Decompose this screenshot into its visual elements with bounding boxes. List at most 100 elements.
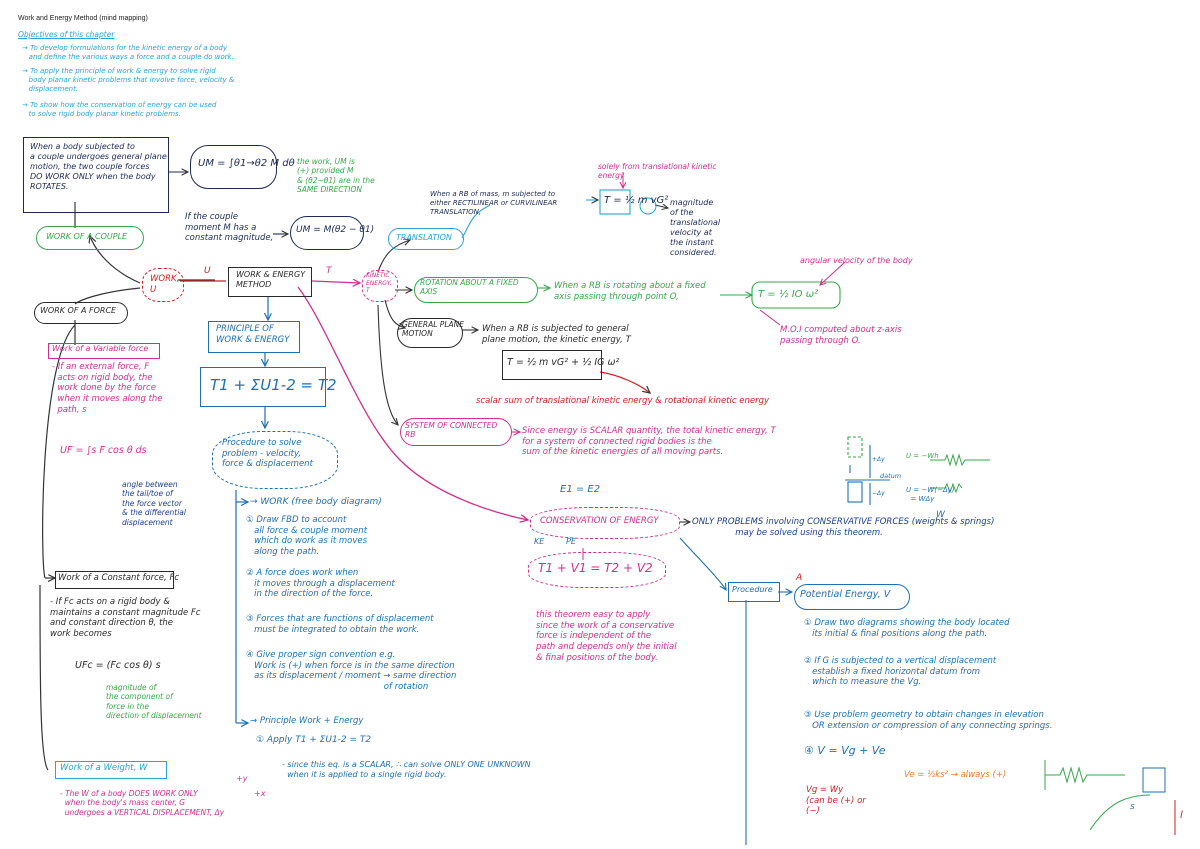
conservation-desc: ONLY PROBLEMS involving CONSERVATIVE FOR… (692, 517, 995, 538)
w-label: W (936, 510, 945, 520)
rotation-formula: T = ½ IO ω² (758, 289, 819, 300)
general-plane-label: GENERAL PLANE MOTION (402, 320, 464, 339)
rotation-moi-note: M.O.I computed about z-axis passing thro… (780, 325, 902, 346)
ve-formula: Ve = ½ks² → always (+) (904, 770, 1007, 780)
constant-force-formula: UFc = (Fc cos θ) s (75, 660, 161, 671)
rotation-label: ROTATION ABOUT A FIXED AXIS (420, 278, 519, 297)
couple-description: When a body subjected to a couple underg… (30, 142, 167, 191)
translation-velocity-note: magnitude of the translational velocity … (670, 198, 721, 257)
couple-constant-formula: UM = M(θ2 − θ1) (296, 225, 375, 235)
step-work: → WORK (free body diagram) (250, 497, 382, 507)
work-of-couple-node (36, 226, 144, 250)
a-marker: A (796, 573, 803, 583)
variable-force-heading-box (48, 343, 160, 359)
weight-heading-box (55, 761, 167, 779)
translation-top-note: solely from translational kinetic energy (598, 162, 717, 181)
u-label: U (204, 266, 211, 276)
objective-item-3: → To show how the conservation of energy… (22, 101, 217, 118)
rotation-desc: When a RB is rotating about a fixed axis… (554, 281, 706, 302)
axis-x-label: +x (254, 789, 266, 798)
constant-force-text: - If Fc acts on a rigid body & maintains… (50, 597, 201, 639)
step-2: ② A force does work when it moves throug… (246, 568, 395, 600)
variable-force-angle-note: angle between the tail/toe of the force … (122, 480, 186, 527)
potential-step-2: ② If G is subjected to a vertical displa… (804, 656, 997, 688)
conservation-equation-cloud (528, 552, 666, 588)
system-desc: Since energy is SCALAR quantity, the tot… (522, 426, 776, 458)
principle-node (208, 321, 300, 353)
work-of-force-node (34, 302, 128, 324)
procedure-node-label: Procedure (732, 585, 773, 594)
work-energy-method-label: WORK & ENERGY METHOD (236, 270, 306, 289)
spring-l-label: l (1180, 810, 1183, 821)
plus-dy-label: +Δy (872, 456, 885, 463)
step-4: ④ Give proper sign convention e.g. Work … (246, 650, 457, 692)
potential-energy-node (794, 584, 910, 610)
principle-label: PRINCIPLE OF WORK & ENERGY (216, 324, 290, 345)
u-wdy-label: U = −W(−Δy) = WΔy (906, 486, 955, 503)
spring-s-label: s (1130, 802, 1135, 812)
general-plane-desc: When a RB is subjected to general plane … (482, 324, 631, 345)
work-energy-method-node (228, 267, 312, 297)
constant-force-note: magnitude of the component of force in t… (106, 683, 202, 721)
objectives-heading: Objectives of this chapter (18, 30, 115, 39)
potential-energy-label: Potential Energy, V (800, 589, 891, 600)
couple-note: the work, UM is (+) provided M & (θ2−θ1)… (297, 157, 375, 195)
procedure-label: Procedure to solve problem - velocity, f… (222, 438, 313, 470)
u-neg-wh-label: U = −Wh (906, 452, 939, 460)
principle-equation: T1 + ΣU1-2 = T2 (210, 376, 337, 394)
work-of-force-label: WORK OF A FORCE (40, 306, 117, 315)
variable-force-heading: Work of a Variable force (52, 344, 149, 353)
step-3: ③ Forces that are functions of displacem… (246, 614, 434, 635)
page-title: Work and Energy Method (mind mapping) (18, 15, 148, 22)
variable-force-text: - If an external force, F acts on rigid … (52, 362, 163, 415)
pe-label: PE (566, 537, 576, 546)
system-node (400, 418, 512, 446)
couple-formula-cloud (190, 145, 277, 189)
weight-heading: Work of a Weight, W (60, 763, 148, 773)
potential-step-1: ① Draw two diagrams showing the body loc… (804, 618, 1010, 639)
conservation-label: CONSERVATION OF ENERGY (540, 516, 659, 526)
datum-label: datum (880, 472, 902, 480)
procedure-node (728, 582, 780, 602)
conservation-equation: T1 + V1 = T2 + V2 (538, 561, 653, 575)
rotation-node (414, 277, 538, 303)
conservation-node (530, 507, 680, 539)
potential-step-3: ③ Use problem geometry to obtain changes… (804, 710, 1053, 731)
work-cloud (142, 268, 184, 302)
general-plane-sum: scalar sum of translational kinetic ener… (476, 396, 770, 406)
step-principle: → Principle Work + Energy (250, 716, 364, 726)
translation-desc: When a RB of mass, m subjected to either… (430, 190, 558, 216)
constant-force-heading: Work of a Constant force, Fc (58, 573, 180, 583)
potential-step-4: ④ V = Vg + Ve (804, 744, 886, 757)
objective-item-2: → To apply the principle of work & energ… (22, 67, 235, 93)
step-1: ① Draw FBD to account all force & couple… (246, 515, 368, 557)
couple-description-box (23, 137, 169, 213)
couple-formula: UM = ∫θ1→θ2 M dθ (198, 158, 295, 169)
translation-node (388, 228, 464, 250)
energy-equality: E1 = E2 (560, 484, 601, 495)
vg-formula: Vg = Wy (can be (+) or (−) (806, 785, 866, 817)
couple-constant-cloud (290, 216, 364, 250)
weight-text: - The W of a body DOES WORK ONLY when th… (60, 789, 225, 817)
principle-equation-box (200, 367, 326, 407)
ke-label: KE (534, 537, 545, 546)
rotation-angular-note: angular velocity of the body (800, 256, 913, 265)
minus-dy-label: −Δy (872, 490, 885, 497)
step-principle-2: - since this eq. is a SCALAR, ∴ can solv… (282, 760, 531, 779)
kinetic-energy-label: KINETIC ENERGY, T (366, 272, 392, 294)
kinetic-energy-cloud (362, 270, 398, 302)
axis-y-label: +y (236, 774, 248, 783)
general-plane-node (397, 318, 463, 348)
objective-item-1: → To develop formulations for the kineti… (22, 44, 234, 61)
procedure-cloud (212, 431, 338, 489)
work-of-couple-label: WORK OF A COUPLE (46, 232, 128, 241)
general-plane-formula-box (502, 350, 602, 380)
general-plane-formula: T = ½ m vG² + ½ IG ω² (507, 357, 620, 368)
constant-force-heading-box (55, 571, 174, 589)
conservation-note: this theorem easy to apply since the wor… (536, 610, 677, 663)
step-principle-1: ① Apply T1 + ΣU1-2 = T2 (256, 735, 372, 745)
couple-constant-text: If the couple moment M has a constant ma… (185, 212, 274, 244)
t-label: T (326, 266, 332, 276)
